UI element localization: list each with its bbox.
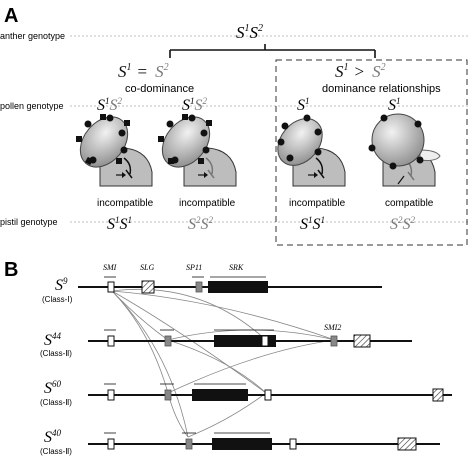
haplotype-track-4 xyxy=(88,432,440,451)
pollen-genotype-3: S1 xyxy=(297,96,310,114)
pollen-genotype-2: S1S2 xyxy=(182,96,208,114)
dominance-box xyxy=(275,59,468,246)
pollen-grain-1 xyxy=(76,114,130,168)
result-3: incompatible xyxy=(289,198,346,209)
haplotype-label-3: S60 xyxy=(44,379,62,397)
genotype-bracket xyxy=(169,44,376,58)
haplotype-track-1 xyxy=(78,276,382,294)
result-4: compatible xyxy=(385,198,434,209)
pistil-genotype-3: S1S1 xyxy=(300,215,325,233)
pollen-grain-3 xyxy=(277,114,323,166)
dominance-title: dominance relationships xyxy=(322,83,441,95)
panel-b-letter: B xyxy=(4,259,18,281)
row-guides xyxy=(70,35,470,223)
anther-genotype: S1S2 xyxy=(236,23,263,42)
haplotype-track-3 xyxy=(88,383,452,402)
gene-label-slg: SLG xyxy=(140,263,154,272)
pistil-genotype-4: S2S2 xyxy=(390,215,416,233)
pollen-grain-2 xyxy=(158,114,212,168)
gene-label-srk: SRK xyxy=(229,263,244,272)
haplotype-class-3: (Class-Ⅱ) xyxy=(40,398,72,407)
row-label-pollen: pollen genotype xyxy=(0,101,64,111)
row-label-anther: anther genotype xyxy=(0,31,65,41)
pistil-genotype-2: S2S2 xyxy=(188,215,214,233)
dominance-relation: S1>S2 xyxy=(335,62,386,81)
haplotype-label-1: S9 xyxy=(55,276,68,294)
haplotype-label-2: S44 xyxy=(44,331,62,349)
row-label-pistil: pistil genotype xyxy=(0,217,58,227)
result-2: incompatible xyxy=(179,198,236,209)
panel-a-letter: A xyxy=(4,5,18,27)
pistil-genotype-1: S1S1 xyxy=(107,215,132,233)
haplotype-class-2: (Class-Ⅱ) xyxy=(40,349,72,358)
pollen-grain-4 xyxy=(368,113,441,170)
gene-label-smi2: SMI2 xyxy=(324,323,341,332)
haplotype-track-2 xyxy=(88,329,412,348)
haplotype-class-4: (Class-Ⅱ) xyxy=(40,447,72,456)
gene-label-smi: SMI xyxy=(103,263,117,272)
result-1: incompatible xyxy=(97,198,154,209)
haplotype-label-4: S40 xyxy=(44,428,62,446)
pollen-genotype-1: S1S2 xyxy=(97,96,123,114)
codominance-title: co-dominance xyxy=(125,83,194,95)
pollen-genotype-4: S1 xyxy=(388,96,401,114)
homology-curves xyxy=(111,288,336,438)
haplotype-class-1: (Class-Ⅰ) xyxy=(42,295,73,304)
gene-label-sp11: SP11 xyxy=(186,263,202,272)
codominance-relation: S1=S2 xyxy=(118,62,169,81)
